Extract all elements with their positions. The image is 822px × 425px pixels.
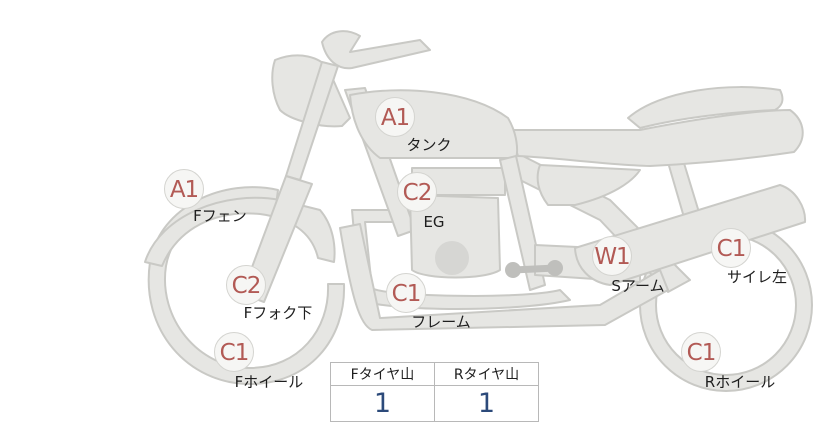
rear-wheel-label: Rホイール: [704, 373, 776, 391]
swing-arm-grade-badge[interactable]: W1: [592, 236, 632, 276]
handlebar-shape: [321, 30, 431, 70]
front-wheel-grade-badge[interactable]: C1: [214, 332, 254, 372]
axle-right-knob: [547, 260, 563, 276]
front-fork-grade-badge[interactable]: C2: [226, 265, 266, 305]
swing-arm-label: Sアーム: [611, 277, 665, 295]
engine-grade-badge[interactable]: C2: [397, 172, 437, 212]
silencer-left-grade-badge[interactable]: C1: [711, 228, 751, 268]
front-fender-grade-badge[interactable]: A1: [164, 169, 204, 209]
front-wheel-label: Fホイール: [234, 373, 304, 391]
front-wheel-shape: [147, 186, 346, 385]
seat-shape: [509, 109, 804, 167]
frame-rear-tube-shape: [499, 155, 546, 291]
silencer-left-label: サイレ左: [726, 268, 788, 286]
tank-label: タンク: [406, 136, 452, 154]
rear-tire-header: Rタイヤ山: [434, 362, 539, 386]
front-fork-label: Fフォク下: [243, 304, 313, 322]
frame-grade-badge[interactable]: C1: [386, 273, 426, 313]
tire-table-value-row: 1 1: [330, 385, 539, 422]
tire-tread-table: Fタイヤ山 Rタイヤ山 1 1: [330, 362, 539, 422]
frame-label: フレーム: [411, 313, 471, 331]
engine-cover-circle: [435, 241, 469, 275]
rear-fender-shape: [536, 164, 641, 206]
frame-bottom-shape: [339, 223, 669, 331]
tire-table-header-row: Fタイヤ山 Rタイヤ山: [330, 362, 539, 386]
axle-left-knob: [505, 262, 521, 278]
front-tire-header: Fタイヤ山: [330, 362, 435, 386]
front-fender-label: Fフェン: [193, 207, 247, 225]
seat-cowl-shape: [627, 86, 784, 129]
rear-wheel-grade-badge[interactable]: C1: [681, 332, 721, 372]
engine-shape: [409, 194, 501, 279]
engine-label: EG: [423, 213, 445, 231]
silencer-shape: [574, 184, 807, 286]
tank-grade-badge[interactable]: A1: [375, 97, 415, 137]
rear-tire-value: 1: [434, 385, 539, 422]
front-tire-value: 1: [330, 385, 435, 422]
